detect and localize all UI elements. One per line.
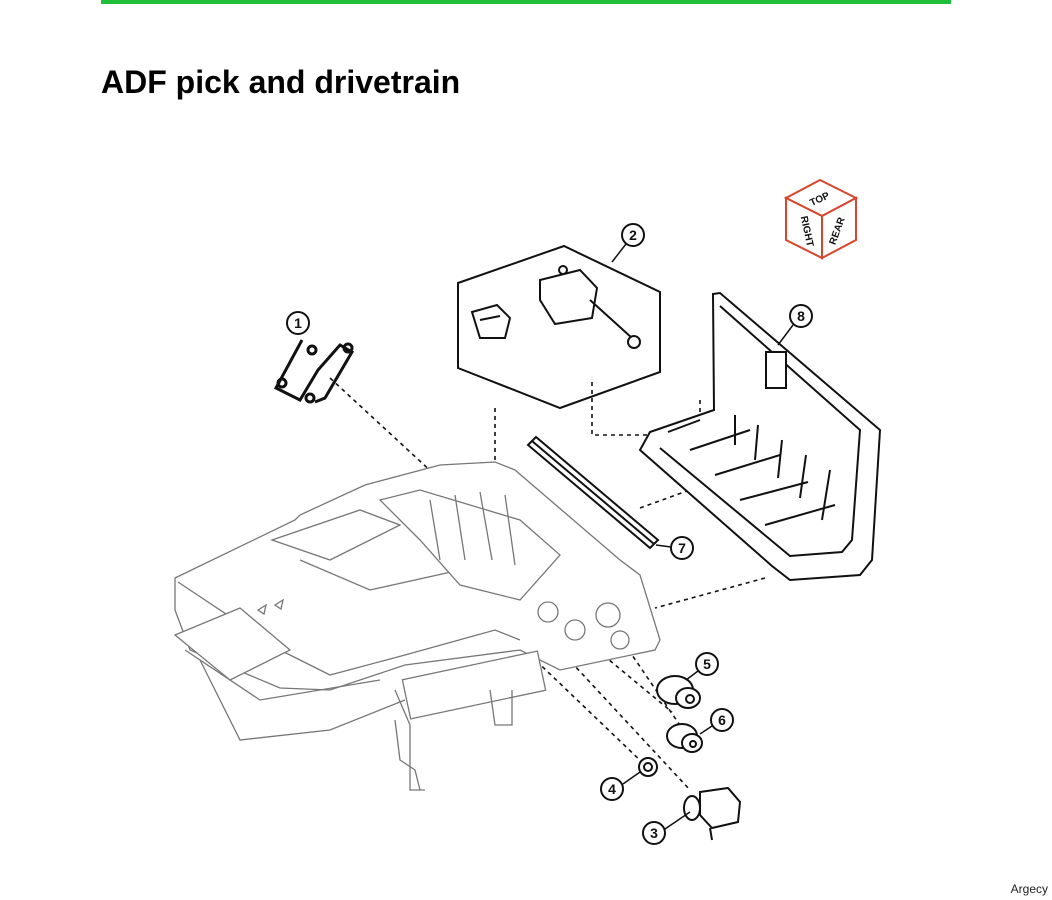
gear-part-4-icon [638,757,658,777]
callout-label: 7 [678,540,686,556]
callout-label: 2 [629,227,637,243]
clutch-part-5-icon [656,675,701,709]
header-green-rule [101,0,951,4]
callout-1: 1 [286,311,310,335]
callout-label: 8 [797,308,805,324]
callout-label: 1 [294,315,302,331]
callout-label: 5 [703,656,711,672]
callout-2: 2 [611,223,645,263]
pick-assembly-box [457,244,661,410]
guide-rail-part-icon [526,435,660,550]
callout-4: 4 [600,771,641,801]
adf-base-part-icon [173,461,661,791]
callout-3: 3 [642,811,691,845]
callout-label: 4 [608,781,616,797]
pick-roller-parts-icon [470,265,641,349]
callout-label: 3 [650,825,658,841]
footer-brand: Argecy [1010,882,1048,896]
callout-5: 5 [685,652,719,681]
page-title: ADF pick and drivetrain [101,64,461,100]
callout-8: 8 [777,304,813,346]
bracket-part-icon [273,339,355,404]
orientation-cube-icon [783,178,859,260]
callout-label: 6 [718,712,726,728]
adf-cover-part-icon [638,291,882,582]
motor-part-3-icon [683,786,742,841]
clutch-part-6-icon [666,723,703,753]
callout-7: 7 [655,536,694,560]
callout-6: 6 [699,708,734,735]
